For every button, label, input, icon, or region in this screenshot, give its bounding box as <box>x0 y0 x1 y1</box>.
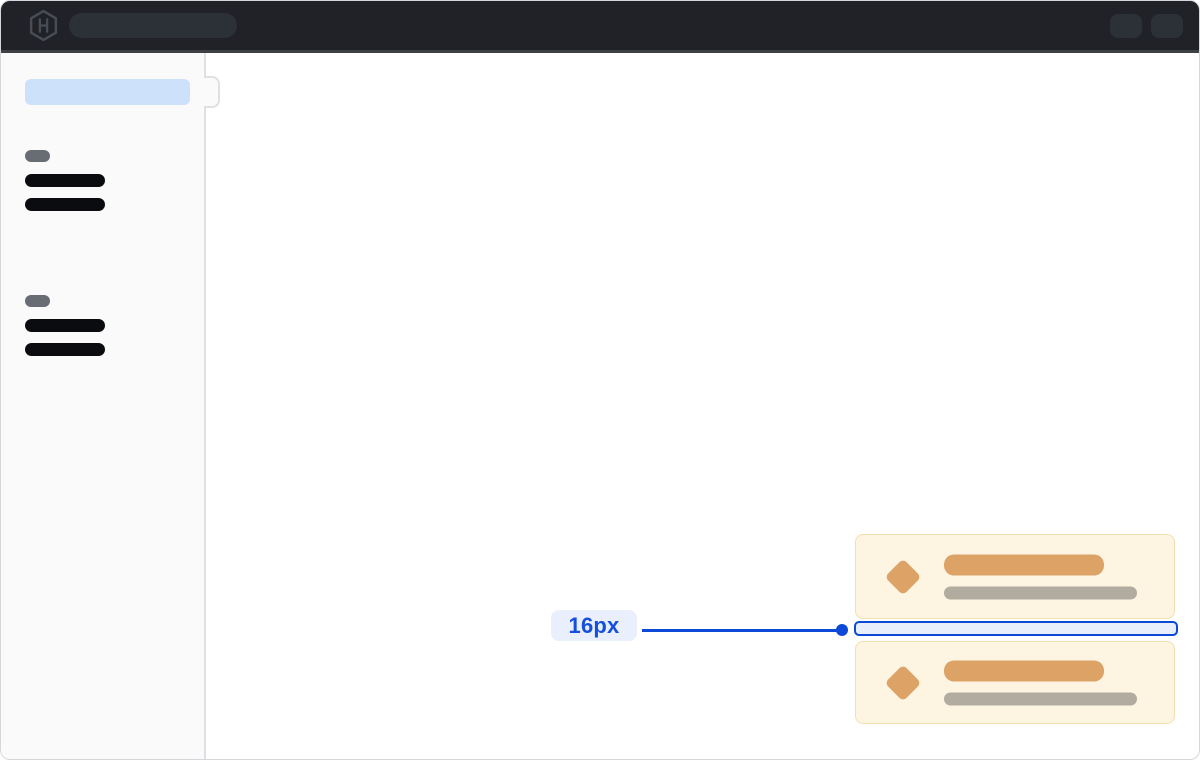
diamond-icon <box>884 664 922 701</box>
sidebar-item[interactable] <box>25 343 105 356</box>
spacing-highlight <box>854 621 1178 636</box>
banner-subtitle-skeleton <box>944 586 1137 599</box>
sidebar-item[interactable] <box>25 198 105 211</box>
sidebar-item[interactable] <box>25 319 105 332</box>
banner-title-skeleton <box>944 660 1104 681</box>
hashicorp-logo-icon[interactable] <box>27 9 60 42</box>
sidebar-item[interactable] <box>25 174 105 187</box>
banner-card <box>855 534 1175 619</box>
banner-text-skeleton <box>944 554 1137 599</box>
banner-title-skeleton <box>944 554 1104 575</box>
user-menu-button[interactable] <box>1151 13 1183 38</box>
sidebar-collapse-toggle[interactable] <box>204 76 220 108</box>
sidebar-group-header <box>25 295 50 307</box>
sidebar-group-header <box>25 150 50 162</box>
topbar <box>1 1 1199 53</box>
sidebar-item-active[interactable] <box>25 79 190 105</box>
banner-text-skeleton <box>944 660 1137 705</box>
sidebar <box>1 53 206 759</box>
annotation-line <box>642 629 842 632</box>
spacing-label: 16px <box>551 610 637 641</box>
annotation-dot <box>836 624 848 636</box>
diamond-icon <box>884 558 922 595</box>
banner-card <box>855 641 1175 724</box>
banner-subtitle-skeleton <box>944 692 1137 705</box>
help-button[interactable] <box>1110 13 1142 38</box>
search-input[interactable] <box>69 13 237 38</box>
